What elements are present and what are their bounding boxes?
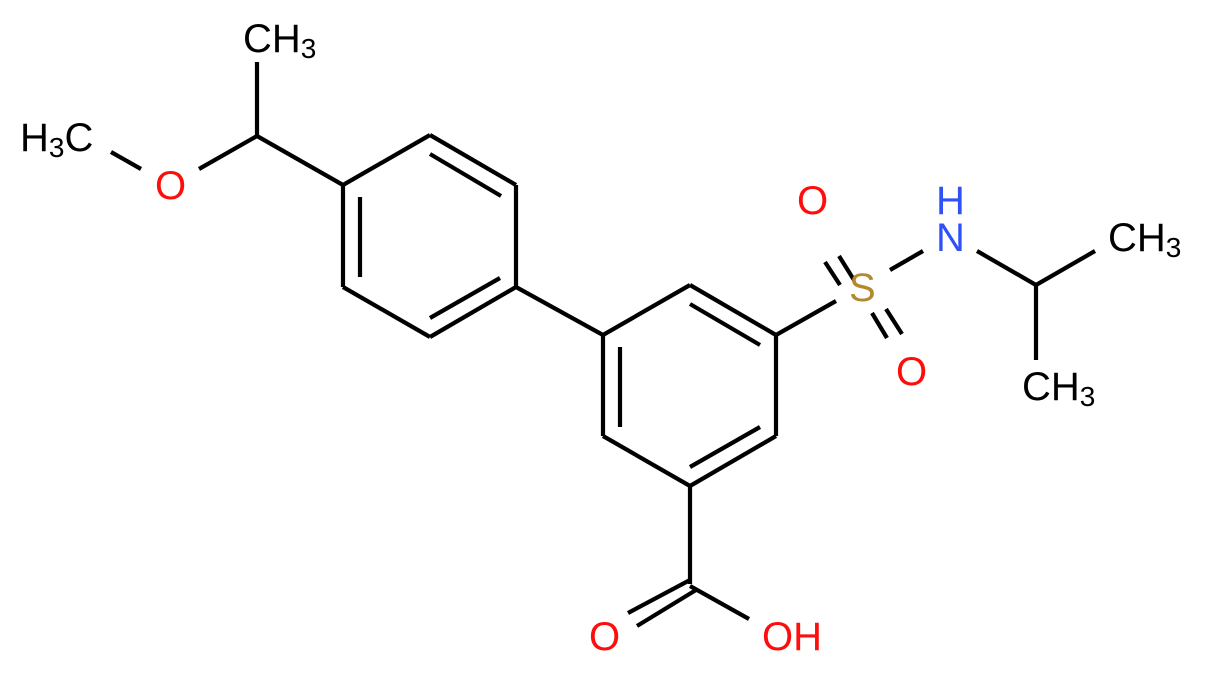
label-amine-n: N [936, 216, 965, 260]
methoxyethyl-group [109, 62, 345, 187]
benzene-ring-left [340, 133, 519, 339]
label-hydroxyl: OH [762, 615, 822, 659]
label-top-methyl: CH3 [243, 17, 316, 64]
label-methoxy-methyl: H3C [20, 116, 93, 163]
label-isopropyl-methyl-bottom: CH3 [1022, 365, 1095, 412]
sulfonamide-group [774, 249, 1097, 360]
label-ether-oxygen: O [155, 164, 186, 208]
label-amine-h: H [936, 179, 965, 223]
label-isopropyl-methyl-right: CH3 [1108, 216, 1181, 263]
label-sulfonyl-oxygen-top: O [797, 179, 828, 223]
biaryl-bond [514, 285, 605, 337]
benzene-ring-right [600, 283, 779, 488]
label-sulfur: S [849, 266, 876, 310]
carboxylic-acid-group [627, 486, 751, 628]
label-carbonyl-oxygen: O [589, 615, 620, 659]
label-sulfonyl-oxygen-bottom: O [896, 350, 927, 394]
